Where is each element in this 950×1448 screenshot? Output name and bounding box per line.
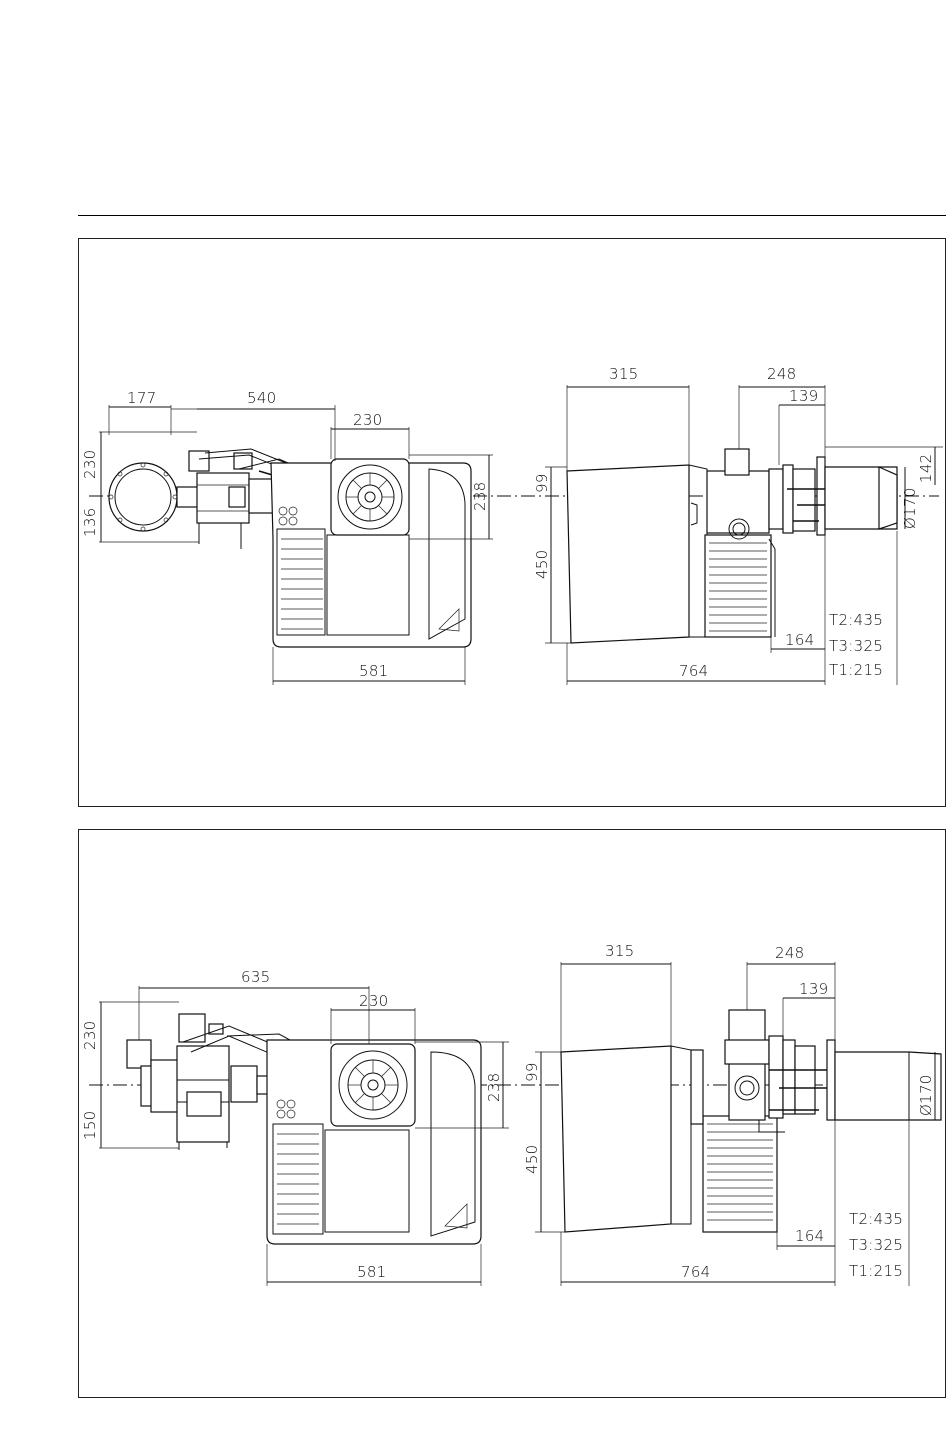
dim-99: 99 [523, 1062, 541, 1082]
text-t1: T1:215 [829, 661, 883, 679]
dim-136: 136 [81, 507, 99, 537]
dim-450: 450 [523, 1144, 541, 1174]
dim-150: 150 [81, 1110, 99, 1140]
dim-230-w: 230 [359, 992, 389, 1010]
dim-177: 177 [127, 389, 157, 407]
dim-315: 315 [609, 365, 639, 383]
burner-drawing-top: 177 540 230 230 136 238 581 [79, 239, 947, 808]
gas-flange [109, 463, 177, 531]
dim-315: 315 [605, 942, 635, 960]
dim-248: 248 [775, 944, 805, 962]
text-t2: T2:435 [829, 611, 883, 629]
front-view [127, 1014, 481, 1244]
dim-764: 764 [681, 1263, 711, 1281]
front-view [109, 449, 471, 647]
dim-139: 139 [789, 387, 819, 405]
dim-581: 581 [359, 662, 389, 680]
dim-d170: Ø170 [917, 1074, 935, 1116]
dim-581: 581 [357, 1263, 387, 1281]
dim-142: 142 [917, 453, 935, 483]
dim-248: 248 [767, 365, 797, 383]
dim-230-h: 230 [81, 1020, 99, 1050]
drawing-panel-top: 177 540 230 230 136 238 581 [78, 238, 946, 807]
dim-635: 635 [241, 968, 271, 986]
drawing-panel-bottom: 635 230 230 150 238 581 [78, 829, 946, 1398]
dim-99: 99 [533, 473, 551, 493]
dim-450: 450 [533, 549, 551, 579]
dim-764: 764 [679, 662, 709, 680]
burner-drawing-bottom: 635 230 230 150 238 581 [79, 830, 947, 1399]
dim-139: 139 [799, 980, 829, 998]
dim-540: 540 [247, 389, 277, 407]
text-t2: T2:435 [849, 1210, 903, 1228]
dim-164: 164 [795, 1227, 825, 1245]
text-t3: T3:325 [829, 637, 883, 655]
dim-230-h: 230 [81, 449, 99, 479]
dim-164: 164 [785, 631, 815, 649]
side-view [561, 1010, 941, 1232]
header-rule [78, 215, 946, 216]
dim-238: 238 [471, 481, 489, 511]
text-t1: T1:215 [849, 1262, 903, 1280]
dim-d170: Ø170 [901, 487, 919, 529]
dim-230-w: 230 [353, 411, 383, 429]
text-t3: T3:325 [849, 1236, 903, 1254]
dim-238: 238 [485, 1072, 503, 1102]
